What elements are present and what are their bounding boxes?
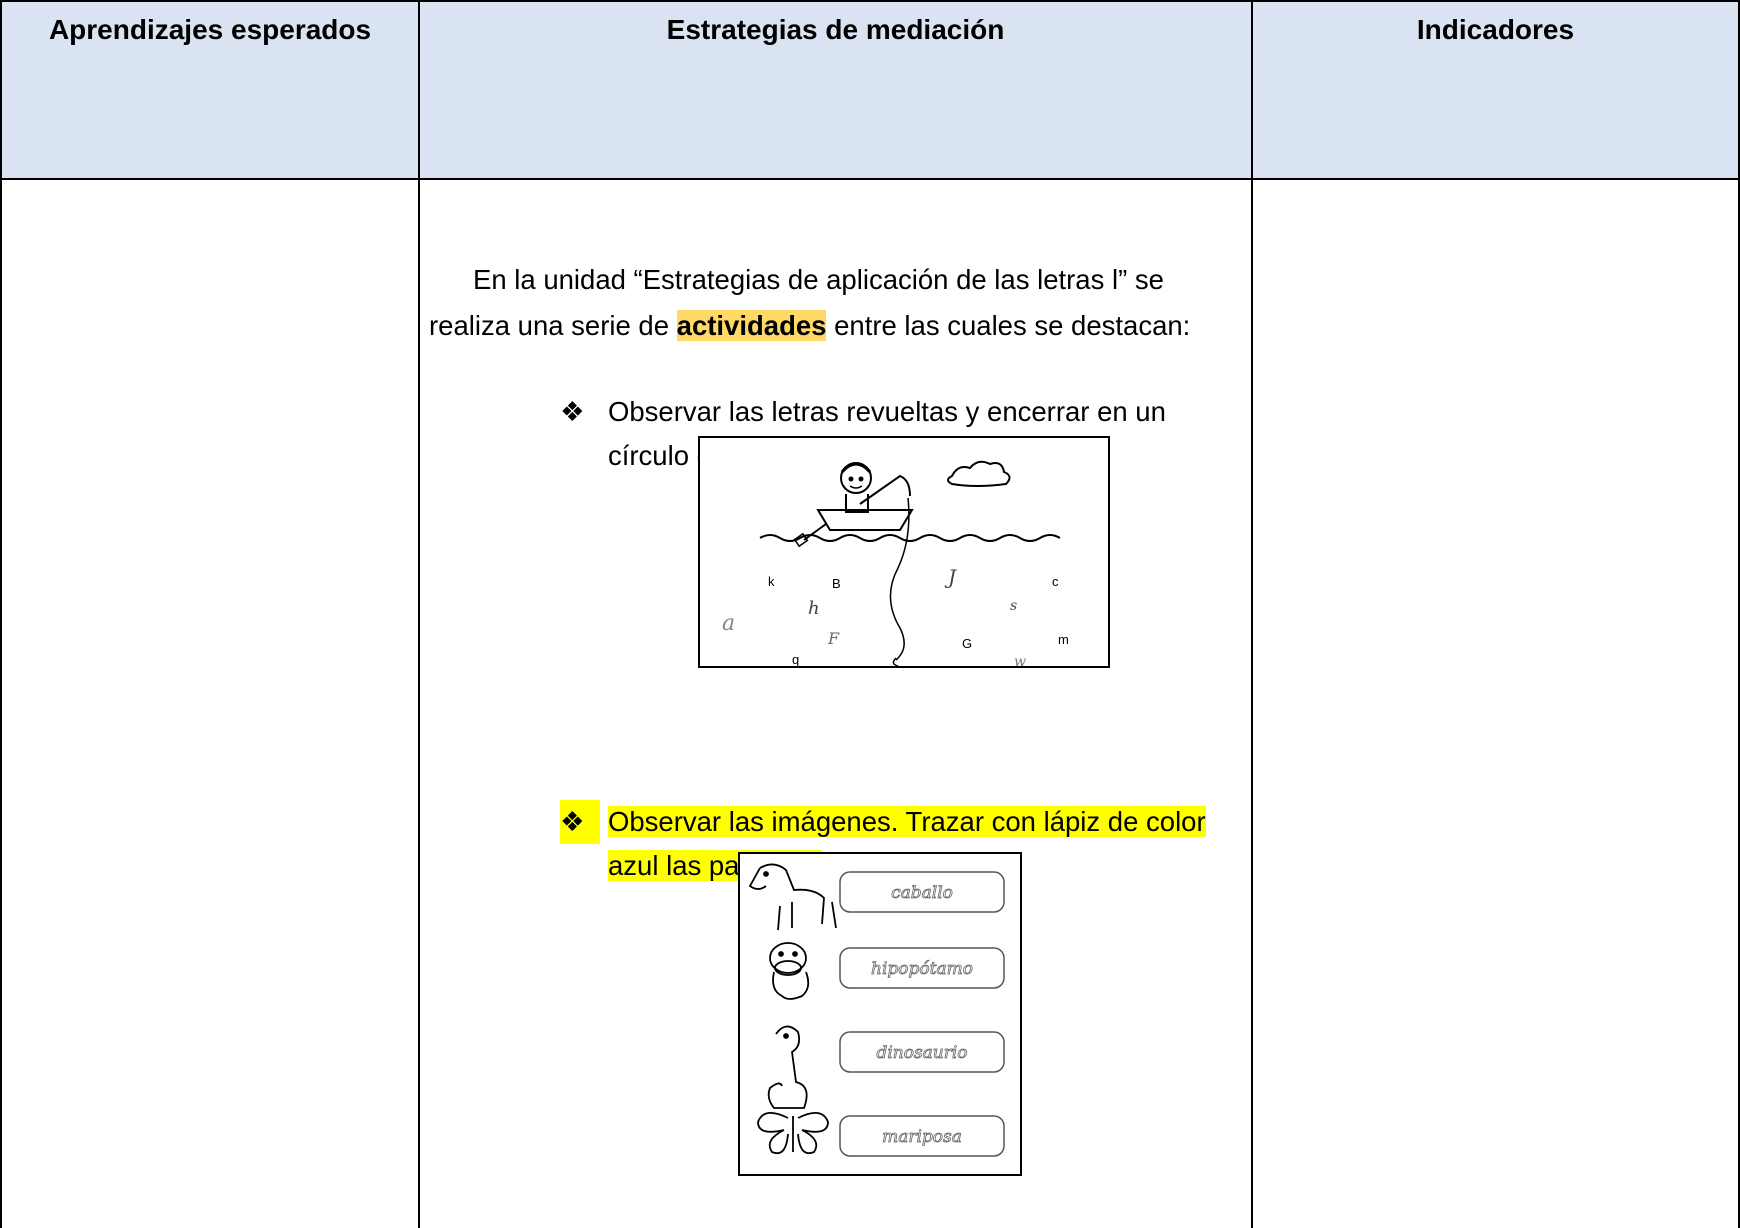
letter-cursive-f: F — [827, 629, 840, 648]
letter-g: G — [962, 636, 972, 651]
letter-q: q — [792, 652, 799, 666]
dinosaur-icon — [767, 1025, 808, 1109]
intro-text-after: entre las cuales se destacan: — [826, 310, 1191, 341]
fishing-scene-drawing: k B J c a h s F G m q w — [722, 460, 1069, 670]
table-border-left — [0, 0, 2, 1228]
trace-word-dinosaurio: dinosaurio — [876, 1043, 967, 1063]
letter-k: k — [768, 574, 775, 589]
letter-m: m — [1058, 632, 1069, 647]
trace-word-hipopotamo: hipopótamo — [871, 959, 973, 979]
bullet-diamond-icon: ❖ — [560, 396, 585, 427]
letter-cursive-s: s — [1010, 598, 1017, 614]
trace-word-caballo: caballo — [891, 883, 953, 903]
table-border-right — [1738, 0, 1740, 1228]
word-box-1 — [839, 871, 1005, 913]
boat-icon — [816, 509, 914, 531]
header-divider — [0, 178, 1740, 180]
fishing-letters-image: k B J c a h s F G m q w — [698, 436, 1110, 670]
trace-word-mariposa: mariposa — [882, 1127, 962, 1147]
word-box-4 — [839, 1115, 1005, 1157]
letter-cursive-w: w — [1014, 654, 1026, 666]
tracing-words-image: caballo hipopótamo dinosaurio mariposa — [738, 852, 1022, 1176]
butterfly-icon — [757, 1112, 829, 1155]
letter-b: B — [832, 576, 841, 591]
header-indicadores: Indicadores — [1416, 14, 1575, 45]
header-aprendizajes: Aprendizajes esperados — [48, 14, 372, 45]
column-divider-2 — [1251, 0, 1253, 1228]
header-estrategias: Estrategias de mediación — [666, 14, 1005, 45]
water-waves-icon — [759, 534, 1061, 542]
letter-cursive-j: J — [944, 565, 957, 589]
letter-c: c — [1052, 574, 1059, 589]
column-divider-1 — [418, 0, 420, 1228]
horse-icon — [748, 863, 837, 931]
hippo-icon — [769, 942, 810, 1000]
intro-highlight: actividades — [676, 310, 827, 341]
word-box-2 — [839, 947, 1005, 989]
letter-cursive-h: h — [808, 598, 820, 619]
fishing-rod-icon — [859, 474, 911, 505]
intro-text-before: En la unidad “Estrategias de aplicación … — [429, 264, 1164, 341]
cloud-icon — [947, 460, 1011, 487]
table-header-row — [2, 2, 1738, 178]
table-border-top — [0, 0, 1740, 2]
word-box-3 — [839, 1031, 1005, 1073]
letter-cursive-a: a — [722, 611, 735, 636]
bullet-diamond-icon: ❖ — [560, 800, 600, 844]
tracing-words-drawing: caballo hipopótamo dinosaurio mariposa — [748, 863, 1005, 1157]
intro-paragraph: En la unidad “Estrategias de aplicación … — [429, 257, 1239, 349]
